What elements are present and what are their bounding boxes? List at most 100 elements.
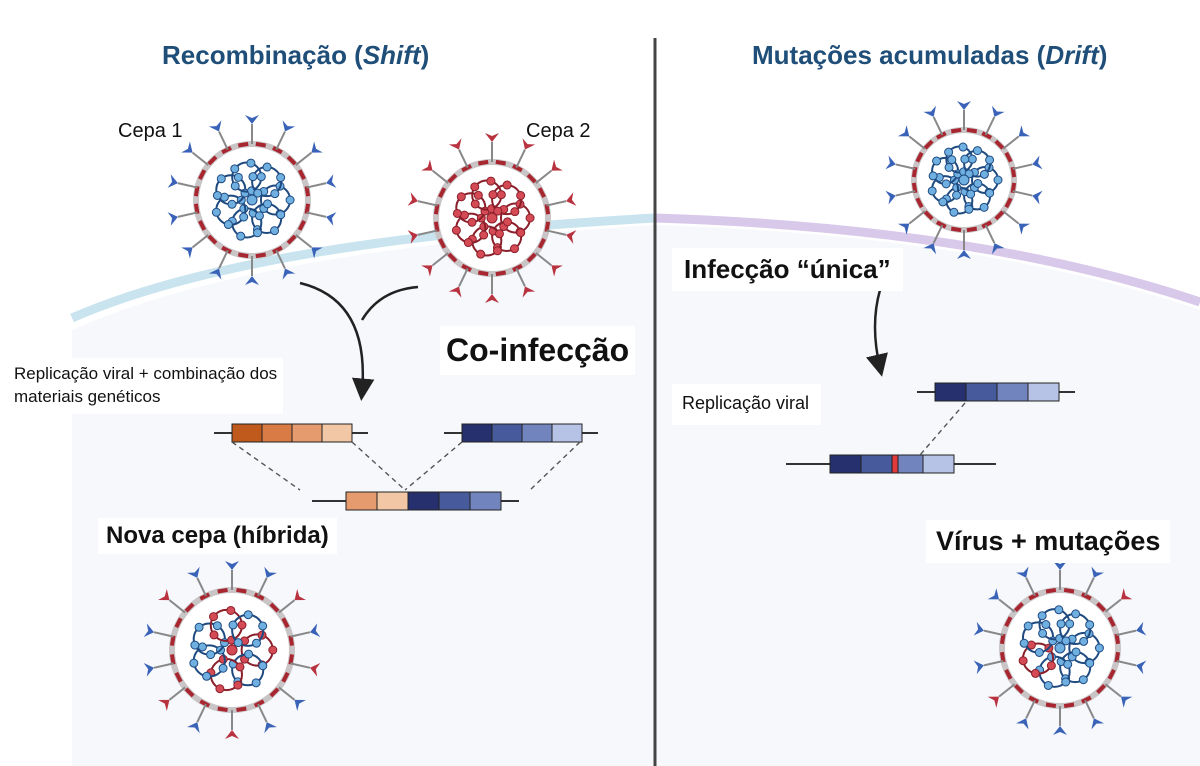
membrane-protein	[217, 587, 228, 594]
spike-head	[522, 286, 536, 298]
membrane-protein	[199, 592, 211, 601]
spike-stem	[275, 131, 286, 150]
membrane-protein	[272, 245, 283, 254]
spike-head	[294, 699, 306, 711]
cell-membrane-right	[654, 213, 1200, 307]
genome-segment	[321, 423, 353, 443]
membrane-protein	[237, 252, 249, 259]
spike-head	[973, 621, 984, 636]
nucleoprotein	[1023, 621, 1033, 631]
spike-head	[1018, 125, 1031, 137]
membrane-protein	[915, 197, 924, 209]
spike-stem	[983, 629, 1004, 637]
nucleoprotein	[510, 207, 520, 217]
membrane-protein	[174, 671, 183, 683]
membrane-protein	[286, 234, 297, 245]
spike-stem	[535, 252, 553, 267]
nucleoprotein	[1061, 677, 1071, 687]
spike-head	[225, 730, 239, 739]
spike-stem	[895, 190, 916, 197]
membrane-protein	[923, 139, 934, 150]
spike-stem	[515, 149, 526, 168]
nucleoprotein	[1078, 675, 1088, 685]
spike-head	[957, 101, 971, 110]
nucleoprotein	[270, 189, 280, 199]
nucleoprotein	[944, 147, 954, 157]
spike-head	[225, 561, 239, 570]
spike-stem	[908, 135, 926, 150]
spike-stem	[458, 149, 469, 168]
rna-center	[246, 194, 258, 206]
nucleoprotein	[503, 217, 513, 227]
membrane-protein	[1004, 668, 1013, 680]
genome-segment	[407, 491, 440, 511]
membrane-protein	[269, 687, 280, 698]
membrane-protein	[544, 221, 551, 233]
genome-drift-mutated	[786, 454, 996, 474]
spike-stem	[984, 224, 996, 244]
nucleoprotein	[233, 172, 243, 182]
nucleoprotein	[268, 645, 278, 655]
membrane-protein	[304, 203, 311, 215]
nucleoprotein	[1056, 619, 1066, 629]
nucleoprotein	[209, 630, 219, 640]
spike-head	[181, 141, 193, 153]
nucleoprotein	[206, 650, 216, 660]
spike-stem	[153, 662, 174, 669]
nucleoprotein	[263, 199, 273, 209]
membrane-protein	[207, 234, 218, 245]
spike-head	[158, 589, 170, 601]
coinfection-label: Co-infecção	[440, 326, 636, 375]
membrane-protein	[1107, 616, 1116, 628]
membrane-protein	[193, 185, 200, 197]
membrane-protein	[221, 245, 232, 254]
rna-center	[226, 644, 238, 656]
spike-head	[1015, 566, 1029, 578]
nucleoprotein	[502, 180, 512, 190]
membrane-protein	[981, 131, 993, 140]
strain2-virus	[407, 133, 577, 303]
spike-stem	[1084, 699, 1095, 719]
nucleoprotein	[276, 210, 286, 220]
genome-segment	[521, 423, 553, 443]
membrane-protein	[915, 151, 924, 163]
drift-virus-mutated	[973, 561, 1147, 735]
nucleoprotein	[952, 190, 962, 200]
spike-stem	[431, 169, 449, 184]
spike-head	[264, 566, 277, 578]
replication-combination-line2: materiais genéticos	[14, 387, 161, 406]
membrane-protein	[981, 220, 993, 229]
nucleoprotein	[993, 175, 1003, 185]
membrane-protein	[253, 592, 265, 601]
membrane-protein	[198, 169, 207, 180]
nucleoprotein	[1030, 668, 1040, 678]
nucleoprotein	[218, 663, 228, 673]
spike-head	[973, 660, 984, 675]
nucleoprotein	[1043, 680, 1053, 690]
genome-segment	[345, 491, 378, 511]
nucleoprotein	[938, 197, 948, 207]
nucleoprotein	[276, 173, 286, 183]
spike-head	[407, 230, 418, 244]
nucleoprotein	[944, 162, 954, 172]
genome-segment	[551, 423, 583, 443]
membrane-protein	[1004, 151, 1013, 163]
spike-stem	[546, 200, 567, 207]
nucleoprotein	[972, 146, 982, 156]
nucleoprotein	[237, 620, 247, 630]
membrane-protein	[950, 226, 962, 233]
membrane-protein	[217, 706, 228, 713]
membrane-protein	[461, 164, 472, 173]
spike-stem	[1104, 683, 1122, 698]
membrane-protein	[1010, 182, 1017, 194]
spike-head	[421, 159, 433, 171]
membrane-protein	[1080, 592, 1092, 601]
spike-head	[282, 120, 296, 132]
nucleoprotein	[966, 189, 976, 199]
nucleoprotein	[252, 228, 262, 238]
membrane-protein	[1096, 602, 1106, 612]
membrane-protein	[253, 699, 265, 708]
membrane-protein	[495, 159, 507, 166]
spike-head	[309, 662, 321, 677]
strain1-virus	[167, 115, 337, 285]
